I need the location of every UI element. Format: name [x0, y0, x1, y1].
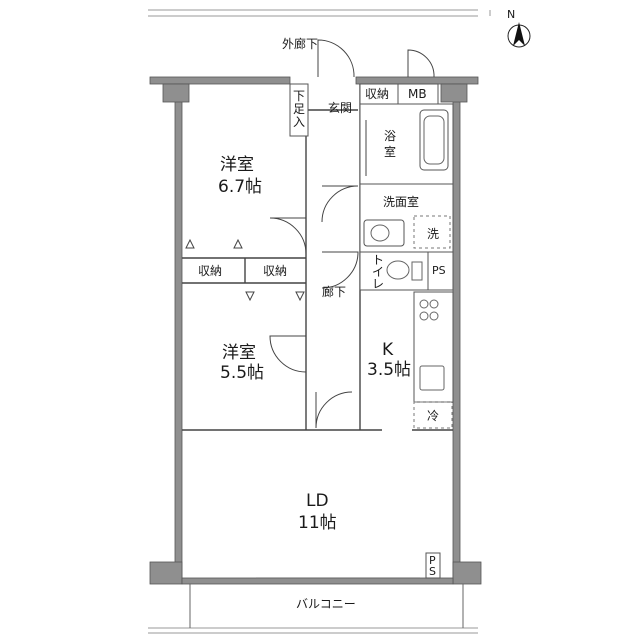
kitchen-name: K [382, 340, 394, 360]
entrance-label: 玄関 [328, 100, 352, 115]
room-name: 洋室 [220, 155, 254, 175]
meter-box-label: MB [408, 87, 427, 101]
fixtures [363, 109, 451, 391]
bathroom-label: 浴 室 [384, 129, 400, 159]
fridge-label: 冷 [427, 409, 439, 423]
kitchen-size: 3.5帖 [367, 360, 411, 380]
outer-corridor-label: 外廊下 [282, 36, 318, 51]
washroom-label: 洗面室 [383, 194, 419, 209]
pipe-space-toilet-label: PS [432, 264, 446, 277]
labels: 外廊下 洋室 6.7帖 下 足 入 玄関 収納 MB 浴 室 洗面室 洗 収納 … [198, 36, 446, 611]
balcony-area [189, 584, 464, 628]
exterior-walls [149, 76, 482, 585]
ld-name: LD [306, 491, 329, 511]
hallway-label: 廊下 [322, 284, 346, 299]
room-size: 6.7帖 [218, 177, 262, 197]
storage-left-label: 収納 [198, 264, 222, 278]
washer-label: 洗 [427, 227, 439, 241]
room-name: 洋室 [222, 343, 256, 363]
shoe-storage-label: 下 足 入 [293, 89, 309, 129]
north-label: N [507, 8, 515, 21]
site-boundary [148, 9, 491, 634]
room-size: 5.5帖 [220, 363, 264, 383]
balcony-label: バルコニー [296, 597, 356, 611]
storage-top-label: 収納 [365, 87, 389, 101]
toilet-label: ト イ レ [372, 253, 388, 291]
doors [185, 39, 435, 579]
pipe-space-ld-label: P S [429, 554, 439, 578]
storage-right-label: 収納 [263, 264, 287, 278]
north-arrow-icon: N [507, 8, 531, 48]
ld-size: 11帖 [298, 513, 337, 533]
